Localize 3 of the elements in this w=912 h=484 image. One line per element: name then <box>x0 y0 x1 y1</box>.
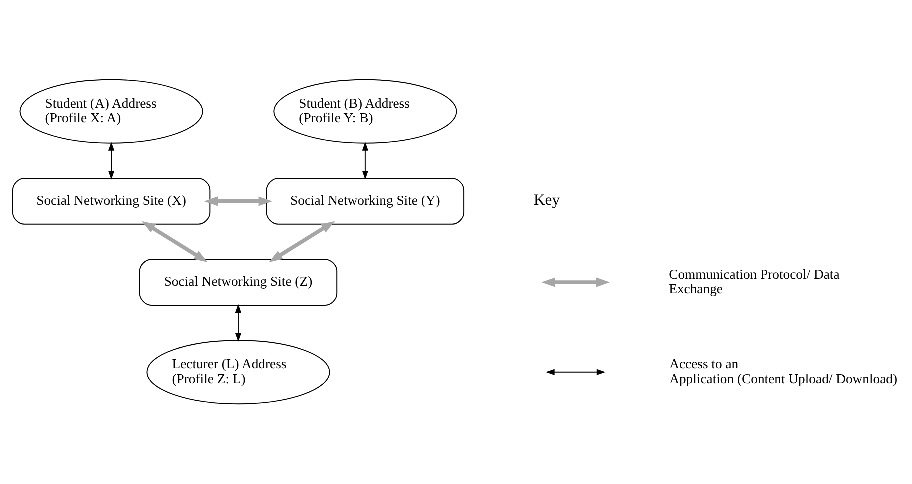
legend-label: Communication Protocol/ Data Exchange <box>669 266 840 296</box>
label: Key <box>534 192 560 210</box>
legend-label: Access to an Application (Content Upload/ Download) <box>670 356 898 386</box>
